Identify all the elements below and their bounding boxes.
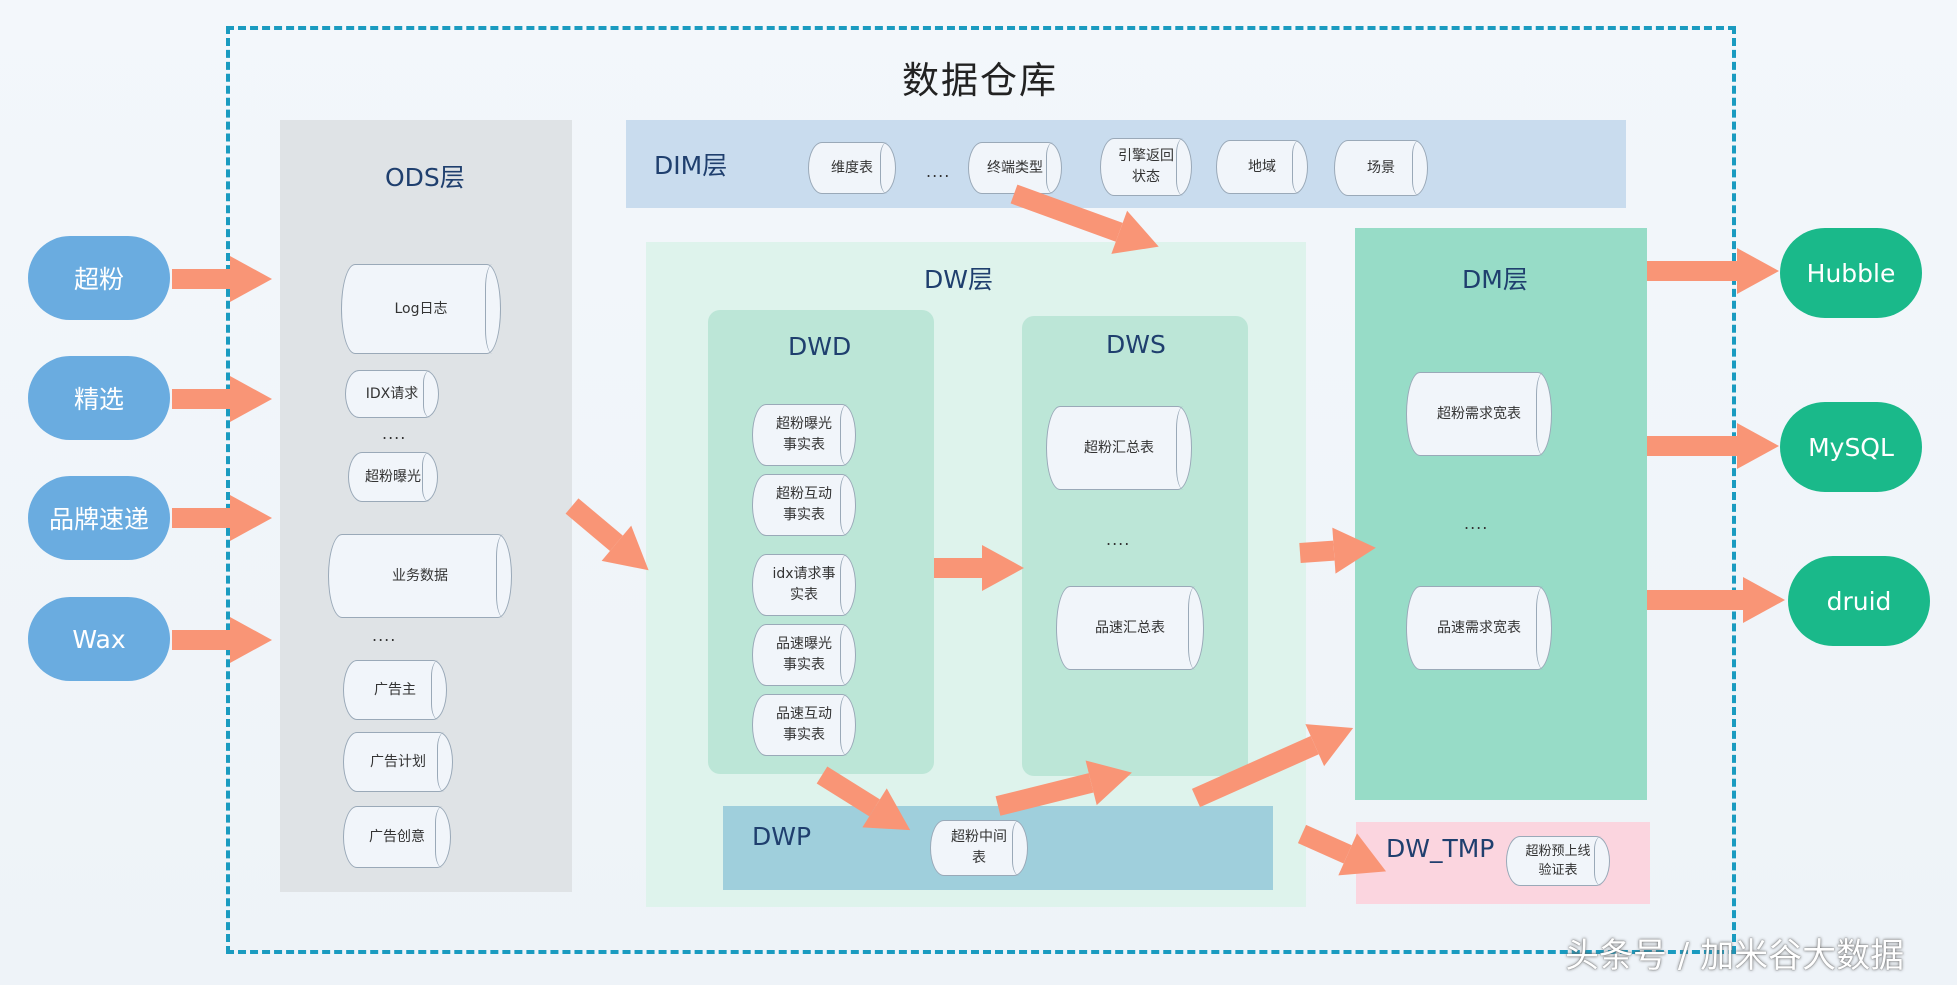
dws-title: DWS — [1106, 330, 1166, 359]
dm-pinsu-wide-table: 品速需求宽表 — [1406, 586, 1552, 670]
dws-chaofen-summary: 超粉汇总表 — [1046, 406, 1192, 490]
dm-layer-title: DM层 — [1462, 265, 1528, 294]
dim-region: 地域 — [1216, 140, 1308, 194]
ods-advertiser-table: 广告主 — [343, 660, 447, 720]
dm-ellipsis: .... — [1464, 514, 1489, 533]
dim-engine-status: 引擎返回 状态 — [1100, 138, 1192, 196]
dim-ellipsis: .... — [926, 162, 951, 181]
ods-idx-table: IDX请求 — [345, 370, 439, 418]
diagram-title: 数据仓库 — [902, 59, 1058, 102]
dwp-title: DWP — [752, 822, 812, 851]
ods-layer-title: ODS层 — [385, 163, 465, 192]
ods-business-data: 业务数据 — [328, 534, 512, 618]
dwd-pinsu-exposure-fact: 品速曝光 事实表 — [752, 624, 856, 686]
watermark: 头条号 / 加米谷大数据 — [1565, 936, 1905, 976]
dim-layer-title: DIM层 — [654, 151, 728, 180]
data-warehouse-frame — [226, 26, 1736, 954]
ods-exposure-table: 超粉曝光 — [348, 452, 438, 502]
dwd-chaofen-exposure-fact: 超粉曝光 事实表 — [752, 404, 856, 466]
source-wax: Wax — [28, 597, 170, 681]
dm-layer-panel — [1355, 228, 1647, 800]
dws-ellipsis: .... — [1106, 530, 1131, 549]
dw-tmp-title: DW_TMP — [1386, 834, 1495, 863]
ods-ellipsis-2: .... — [372, 626, 397, 645]
dm-chaofen-wide-table: 超粉需求宽表 — [1406, 372, 1552, 456]
dwd-pinsu-interaction-fact: 品速互动 事实表 — [752, 694, 856, 756]
output-hubble: Hubble — [1780, 228, 1922, 318]
dws-panel — [1022, 316, 1248, 776]
dw-layer-title: DW层 — [924, 265, 993, 294]
dwd-title: DWD — [788, 332, 852, 361]
ods-ad-plan-table: 广告计划 — [343, 732, 453, 792]
dim-scene: 场景 — [1334, 140, 1428, 196]
source-jingxuan: 精选 — [28, 356, 170, 440]
output-druid: druid — [1788, 556, 1930, 646]
dwp-chaofen-intermediate-table: 超粉中间 表 — [930, 820, 1028, 876]
dw-tmp-validation-table: 超粉预上线 验证表 — [1506, 836, 1610, 886]
arrow-dws-to-dm — [1299, 524, 1378, 574]
output-mysql: MySQL — [1780, 402, 1922, 492]
ods-log-table: Log日志 — [341, 264, 501, 354]
ods-ellipsis: .... — [382, 424, 407, 443]
dim-terminal-type: 终端类型 — [968, 142, 1062, 194]
source-brand-express: 品牌速递 — [28, 476, 170, 560]
dim-dimension-table: 维度表 — [808, 142, 896, 194]
dws-pinsu-summary: 品速汇总表 — [1056, 586, 1204, 670]
ods-ad-creative-table: 广告创意 — [343, 806, 451, 868]
dwd-idx-request-fact: idx请求事 实表 — [752, 554, 856, 616]
source-chaofen: 超粉 — [28, 236, 170, 320]
dwd-chaofen-interaction-fact: 超粉互动 事实表 — [752, 474, 856, 536]
